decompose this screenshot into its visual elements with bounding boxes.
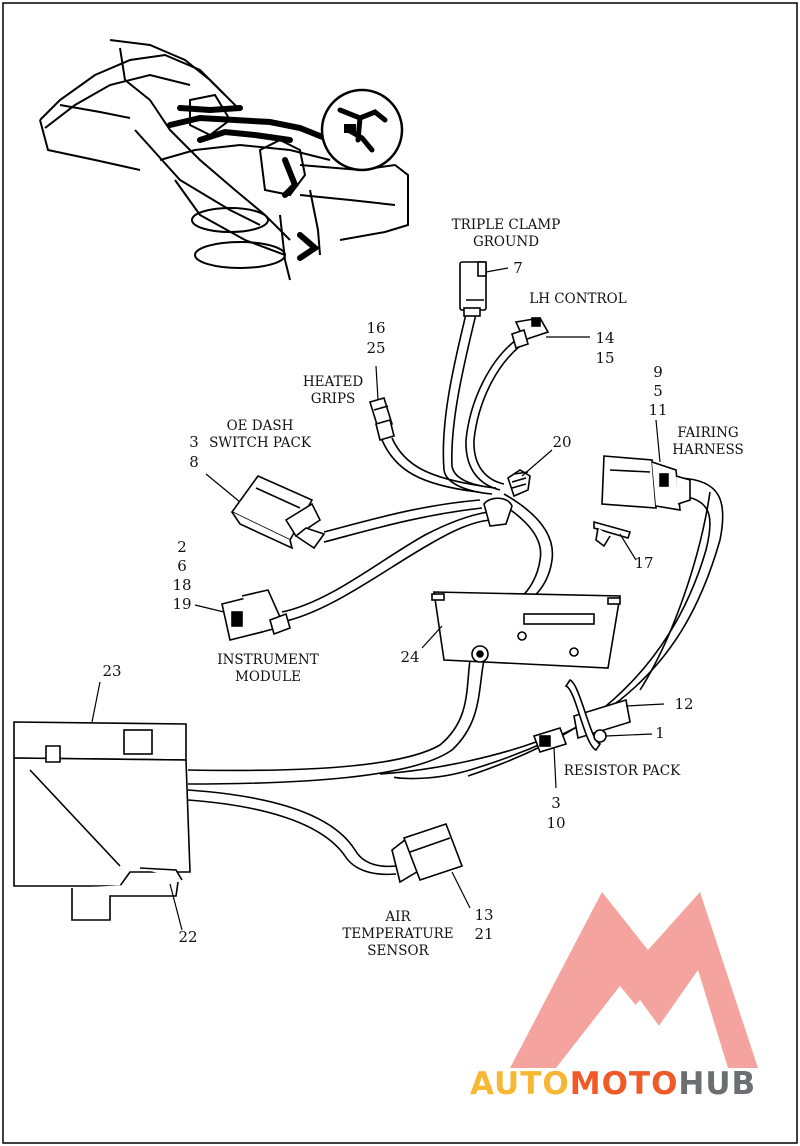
svg-text:13: 13 — [474, 906, 493, 924]
svg-text:11: 11 — [648, 401, 667, 419]
callout-23: 23 — [102, 662, 121, 680]
svg-text:TEMPERATURE: TEMPERATURE — [342, 926, 453, 942]
svg-text:GRIPS: GRIPS — [311, 391, 356, 407]
svg-text:21: 21 — [474, 925, 493, 943]
svg-text:15: 15 — [595, 349, 614, 367]
callout-oe-dash: 3 8 — [189, 433, 199, 471]
svg-text:19: 19 — [172, 595, 191, 613]
svg-text:3: 3 — [189, 433, 199, 451]
instrument-connector — [221, 589, 291, 641]
svg-text:HEATED: HEATED — [303, 374, 363, 390]
label-lh-control: LH CONTROL — [529, 291, 626, 307]
svg-text:5: 5 — [653, 382, 663, 400]
svg-text:6: 6 — [177, 557, 187, 575]
svg-text:25: 25 — [366, 339, 385, 357]
watermark-logo-icon — [510, 892, 758, 1068]
fairing-connector — [601, 455, 691, 511]
svg-text:TRIPLE CLAMP: TRIPLE CLAMP — [452, 217, 561, 233]
triple-clamp-connector — [459, 261, 487, 317]
callout-lh-control: 14 15 — [595, 329, 614, 367]
detail-circle — [320, 88, 404, 172]
svg-text:GROUND: GROUND — [473, 234, 539, 250]
harness-wires — [187, 313, 724, 876]
callout-17: 17 — [634, 554, 653, 572]
svg-text:8: 8 — [189, 453, 199, 471]
svg-text:SENSOR: SENSOR — [367, 943, 429, 959]
clip-17 — [593, 520, 632, 548]
callout-1: 1 — [655, 724, 665, 742]
watermark-text: AUTOMOTOHUB — [470, 1066, 756, 1102]
label-resistor-pack: RESISTOR PACK — [564, 763, 681, 779]
heated-grips-connector — [368, 397, 395, 441]
callout-instrument: 2 6 18 19 — [172, 538, 191, 613]
lh-control-connector — [511, 317, 550, 350]
svg-text:OE DASH: OE DASH — [227, 418, 294, 434]
svg-text:18: 18 — [172, 576, 191, 594]
resistor-pack — [532, 679, 631, 753]
oe-dash-connector — [230, 475, 326, 550]
svg-text:HARNESS: HARNESS — [672, 442, 744, 458]
callout-air-temp: 13 21 — [474, 906, 493, 943]
label-air-temperature-sensor: AIR TEMPERATURE SENSOR — [342, 909, 453, 959]
svg-text:2: 2 — [177, 538, 187, 556]
callout-7: 7 — [513, 259, 523, 277]
callout-heated-grips: 16 25 — [366, 319, 385, 357]
callout-22: 22 — [178, 928, 197, 946]
fairing-body — [13, 721, 191, 921]
svg-text:INSTRUMENT: INSTRUMENT — [217, 652, 318, 668]
label-triple-clamp-ground: TRIPLE CLAMP GROUND — [452, 217, 561, 250]
bracket-24 — [431, 591, 621, 669]
label-heated-grips: HEATED GRIPS — [303, 374, 363, 407]
svg-text:14: 14 — [595, 329, 614, 347]
leader-lines — [91, 267, 665, 931]
callout-20: 20 — [552, 433, 571, 451]
label-fairing-harness: FAIRING HARNESS — [672, 425, 744, 458]
grommet — [483, 469, 531, 527]
svg-text:FAIRING: FAIRING — [677, 425, 738, 441]
svg-text:3: 3 — [551, 794, 561, 812]
callout-12: 12 — [674, 695, 693, 713]
svg-text:AIR: AIR — [384, 909, 411, 925]
svg-text:10: 10 — [546, 814, 565, 832]
callout-fairing: 9 5 11 — [648, 363, 667, 419]
air-temperature-sensor — [391, 822, 464, 884]
svg-text:SWITCH PACK: SWITCH PACK — [209, 435, 312, 451]
svg-text:9: 9 — [653, 363, 663, 381]
label-instrument-module: INSTRUMENT MODULE — [217, 652, 318, 685]
callout-24: 24 — [400, 648, 419, 666]
callout-resistor-conn: 3 10 — [546, 794, 565, 832]
svg-text:16: 16 — [366, 319, 385, 337]
label-oe-dash-switch-pack: OE DASH SWITCH PACK — [209, 418, 312, 451]
svg-text:MODULE: MODULE — [235, 669, 301, 685]
